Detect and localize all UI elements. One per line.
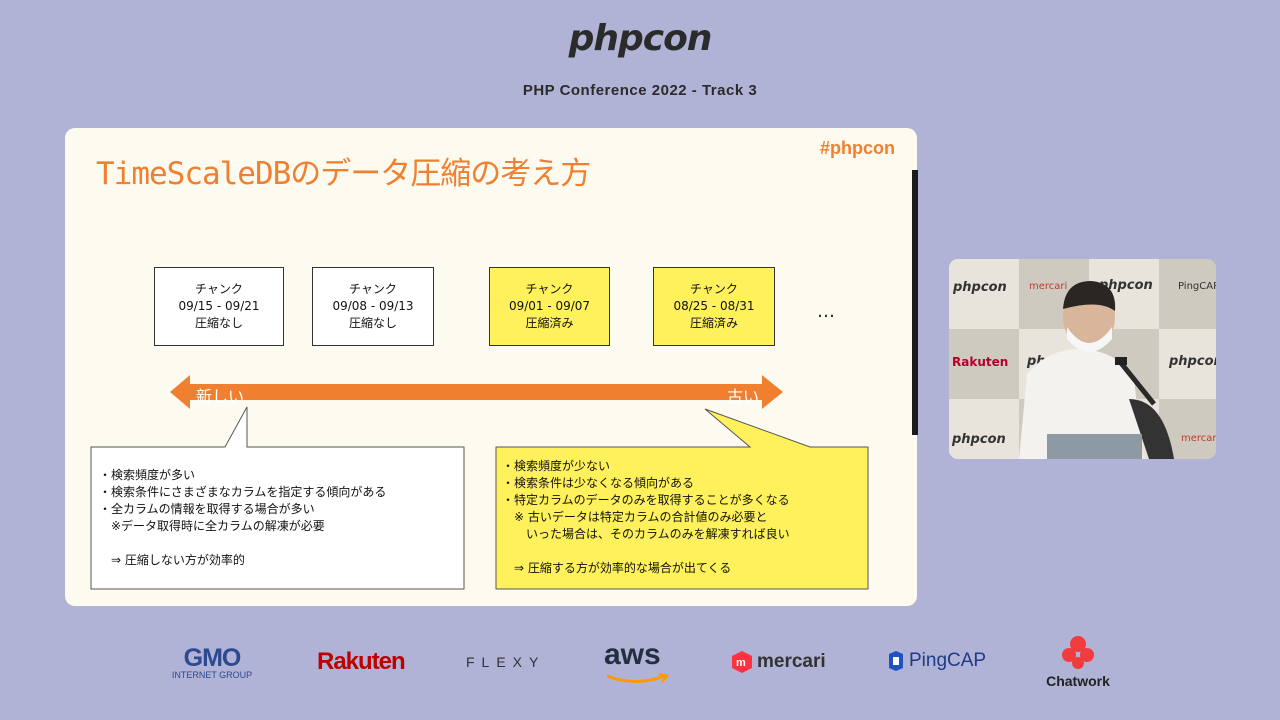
- bubble-line: [99, 535, 386, 552]
- gmo-subtitle: INTERNET GROUP: [171, 670, 253, 680]
- diagram-graphics: [90, 375, 869, 590]
- backdrop-label: Rakuten: [952, 355, 1008, 369]
- aws-smile-icon: [606, 672, 670, 683]
- chunk-range: 09/15 - 09/21: [178, 299, 260, 313]
- bubble-line: ・検索頻度が多い: [99, 468, 196, 482]
- chunk-status: 圧縮済み: [689, 316, 738, 330]
- svg-text:m: m: [736, 657, 746, 669]
- more-chunks-ellipsis: …: [817, 301, 836, 322]
- bubble-line: ・全カラムの情報を取得する場合が多い: [99, 502, 315, 516]
- sponsor-bar: GMO INTERNET GROUP Rakuten FLEXY aws m m…: [0, 630, 1280, 690]
- backdrop-label: mercari: [1029, 281, 1067, 292]
- arrow-label-new: 新しい: [196, 387, 245, 406]
- chunk-status: 圧縮なし: [348, 316, 397, 330]
- bubble-line: [502, 543, 790, 560]
- chunk-label: チャンク: [195, 282, 243, 296]
- backdrop-label: PingCAP: [1178, 281, 1216, 292]
- bubble-line: ・検索頻度が少ない: [502, 459, 611, 473]
- bubble-line: ・検索条件は少なくなる傾向がある: [502, 476, 695, 490]
- chunk-status: 圧縮なし: [194, 316, 243, 330]
- speaker-body: [1019, 348, 1143, 459]
- speaker-video-frame: phpcon mercari phpcon PingCAP Rakuten ph…: [949, 259, 1216, 459]
- microphone: [1115, 357, 1127, 365]
- microphone-stand: [1119, 361, 1156, 406]
- chunk-label: チャンク: [349, 282, 397, 296]
- sponsor-gmo-logo: GMO INTERNET GROUP: [166, 644, 258, 681]
- bubble-conclusion: ⇒ 圧縮する方が効率的な場合が出てくる: [502, 561, 732, 575]
- slide-hashtag: #phpcon: [820, 138, 895, 158]
- slide-title: TimeScaleDBのデータ圧縮の考え方: [96, 156, 591, 192]
- phpcon-logo: phpcon: [568, 18, 713, 59]
- chunk-label: チャンク: [525, 282, 574, 296]
- right-bubble-text: ・検索頻度が少ない ・検索条件は少なくなる傾向がある ・特定カラムのデータのみを…: [502, 458, 790, 577]
- chunk-box: チャンク 09/15 - 09/21 圧縮なし: [154, 267, 284, 346]
- sponsor-rakuten-logo: Rakuten: [317, 648, 406, 675]
- bubble-line: ※ 古いデータは特定カラムの合計値のみ必要と: [502, 510, 768, 524]
- laptop: [1047, 434, 1142, 459]
- left-bubble-shape: [90, 406, 465, 590]
- gmo-wordmark: GMO: [183, 644, 242, 672]
- podium-side: [1129, 399, 1174, 459]
- chunk-label: チャンク: [690, 282, 738, 296]
- chatwork-icon: [1062, 636, 1094, 669]
- aws-wordmark: aws: [604, 638, 661, 671]
- slide-edge-shadow: [912, 170, 918, 435]
- chunk-range: 09/08 - 09/13: [332, 299, 414, 313]
- chunk-range: 09/01 - 09/07: [508, 299, 591, 313]
- arrow-label-old: 古い: [727, 387, 760, 406]
- chunk-box-compressed: チャンク 08/25 - 08/31 圧縮済み: [653, 267, 775, 346]
- bubble-line: いった場合は、そのカラムのみを解凍すれば良い: [502, 527, 790, 541]
- sponsor-pingcap-logo: PingCAP: [887, 650, 986, 672]
- chatwork-wordmark: Chatwork: [1046, 673, 1110, 689]
- bubble-line: ・検索条件にさまざまなカラムを指定する傾向がある: [99, 485, 387, 499]
- chunk-range: 08/25 - 08/31: [673, 299, 755, 313]
- bubble-line: ・特定カラムのデータのみを取得することが多くなる: [502, 493, 790, 507]
- chunk-box: チャンク 09/08 - 09/13 圧縮なし: [312, 267, 434, 346]
- bubble-conclusion: ⇒ 圧縮しない方が効率的: [99, 553, 245, 567]
- backdrop-label: phpcon: [952, 280, 1007, 295]
- backdrop-label: phpcon: [951, 432, 1006, 447]
- sponsor-aws-logo: aws: [604, 640, 674, 689]
- left-bubble-text: ・検索頻度が多い ・検索条件にさまざまなカラムを指定する傾向がある ・全カラムの…: [99, 467, 386, 569]
- mercari-icon: m: [732, 651, 752, 673]
- timeline-arrow: [170, 375, 783, 409]
- presentation-slide: TimeScaleDBのデータ圧縮の考え方 #phpcon 新しい 古い チャン…: [65, 128, 917, 606]
- bubble-line: ※データ取得時に全カラムの解凍が必要: [99, 519, 325, 533]
- speaker-mask: [1067, 327, 1112, 352]
- backdrop-label: mercari: [1181, 433, 1216, 444]
- sponsor-mercari-logo: m mercari: [731, 650, 826, 674]
- chunk-box-compressed: チャンク 09/01 - 09/07 圧縮済み: [489, 267, 610, 346]
- pingcap-icon: [889, 651, 903, 671]
- backdrop-label: phpcon: [1168, 354, 1216, 369]
- right-bubble-shape: [495, 408, 869, 590]
- sponsor-chatwork-logo: Chatwork: [1043, 634, 1113, 688]
- track-title: PHP Conference 2022 - Track 3: [522, 82, 758, 99]
- sponsor-flexy-logo: FLEXY: [466, 654, 546, 670]
- mercari-wordmark: mercari: [757, 651, 826, 672]
- pingcap-wordmark: PingCAP: [909, 650, 987, 671]
- backdrop-label: phpcon: [1098, 278, 1153, 293]
- speaker-webcam: phpcon mercari phpcon PingCAP Rakuten ph…: [949, 259, 1216, 459]
- speaker-hair: [1063, 281, 1116, 311]
- chunk-status: 圧縮済み: [525, 316, 574, 330]
